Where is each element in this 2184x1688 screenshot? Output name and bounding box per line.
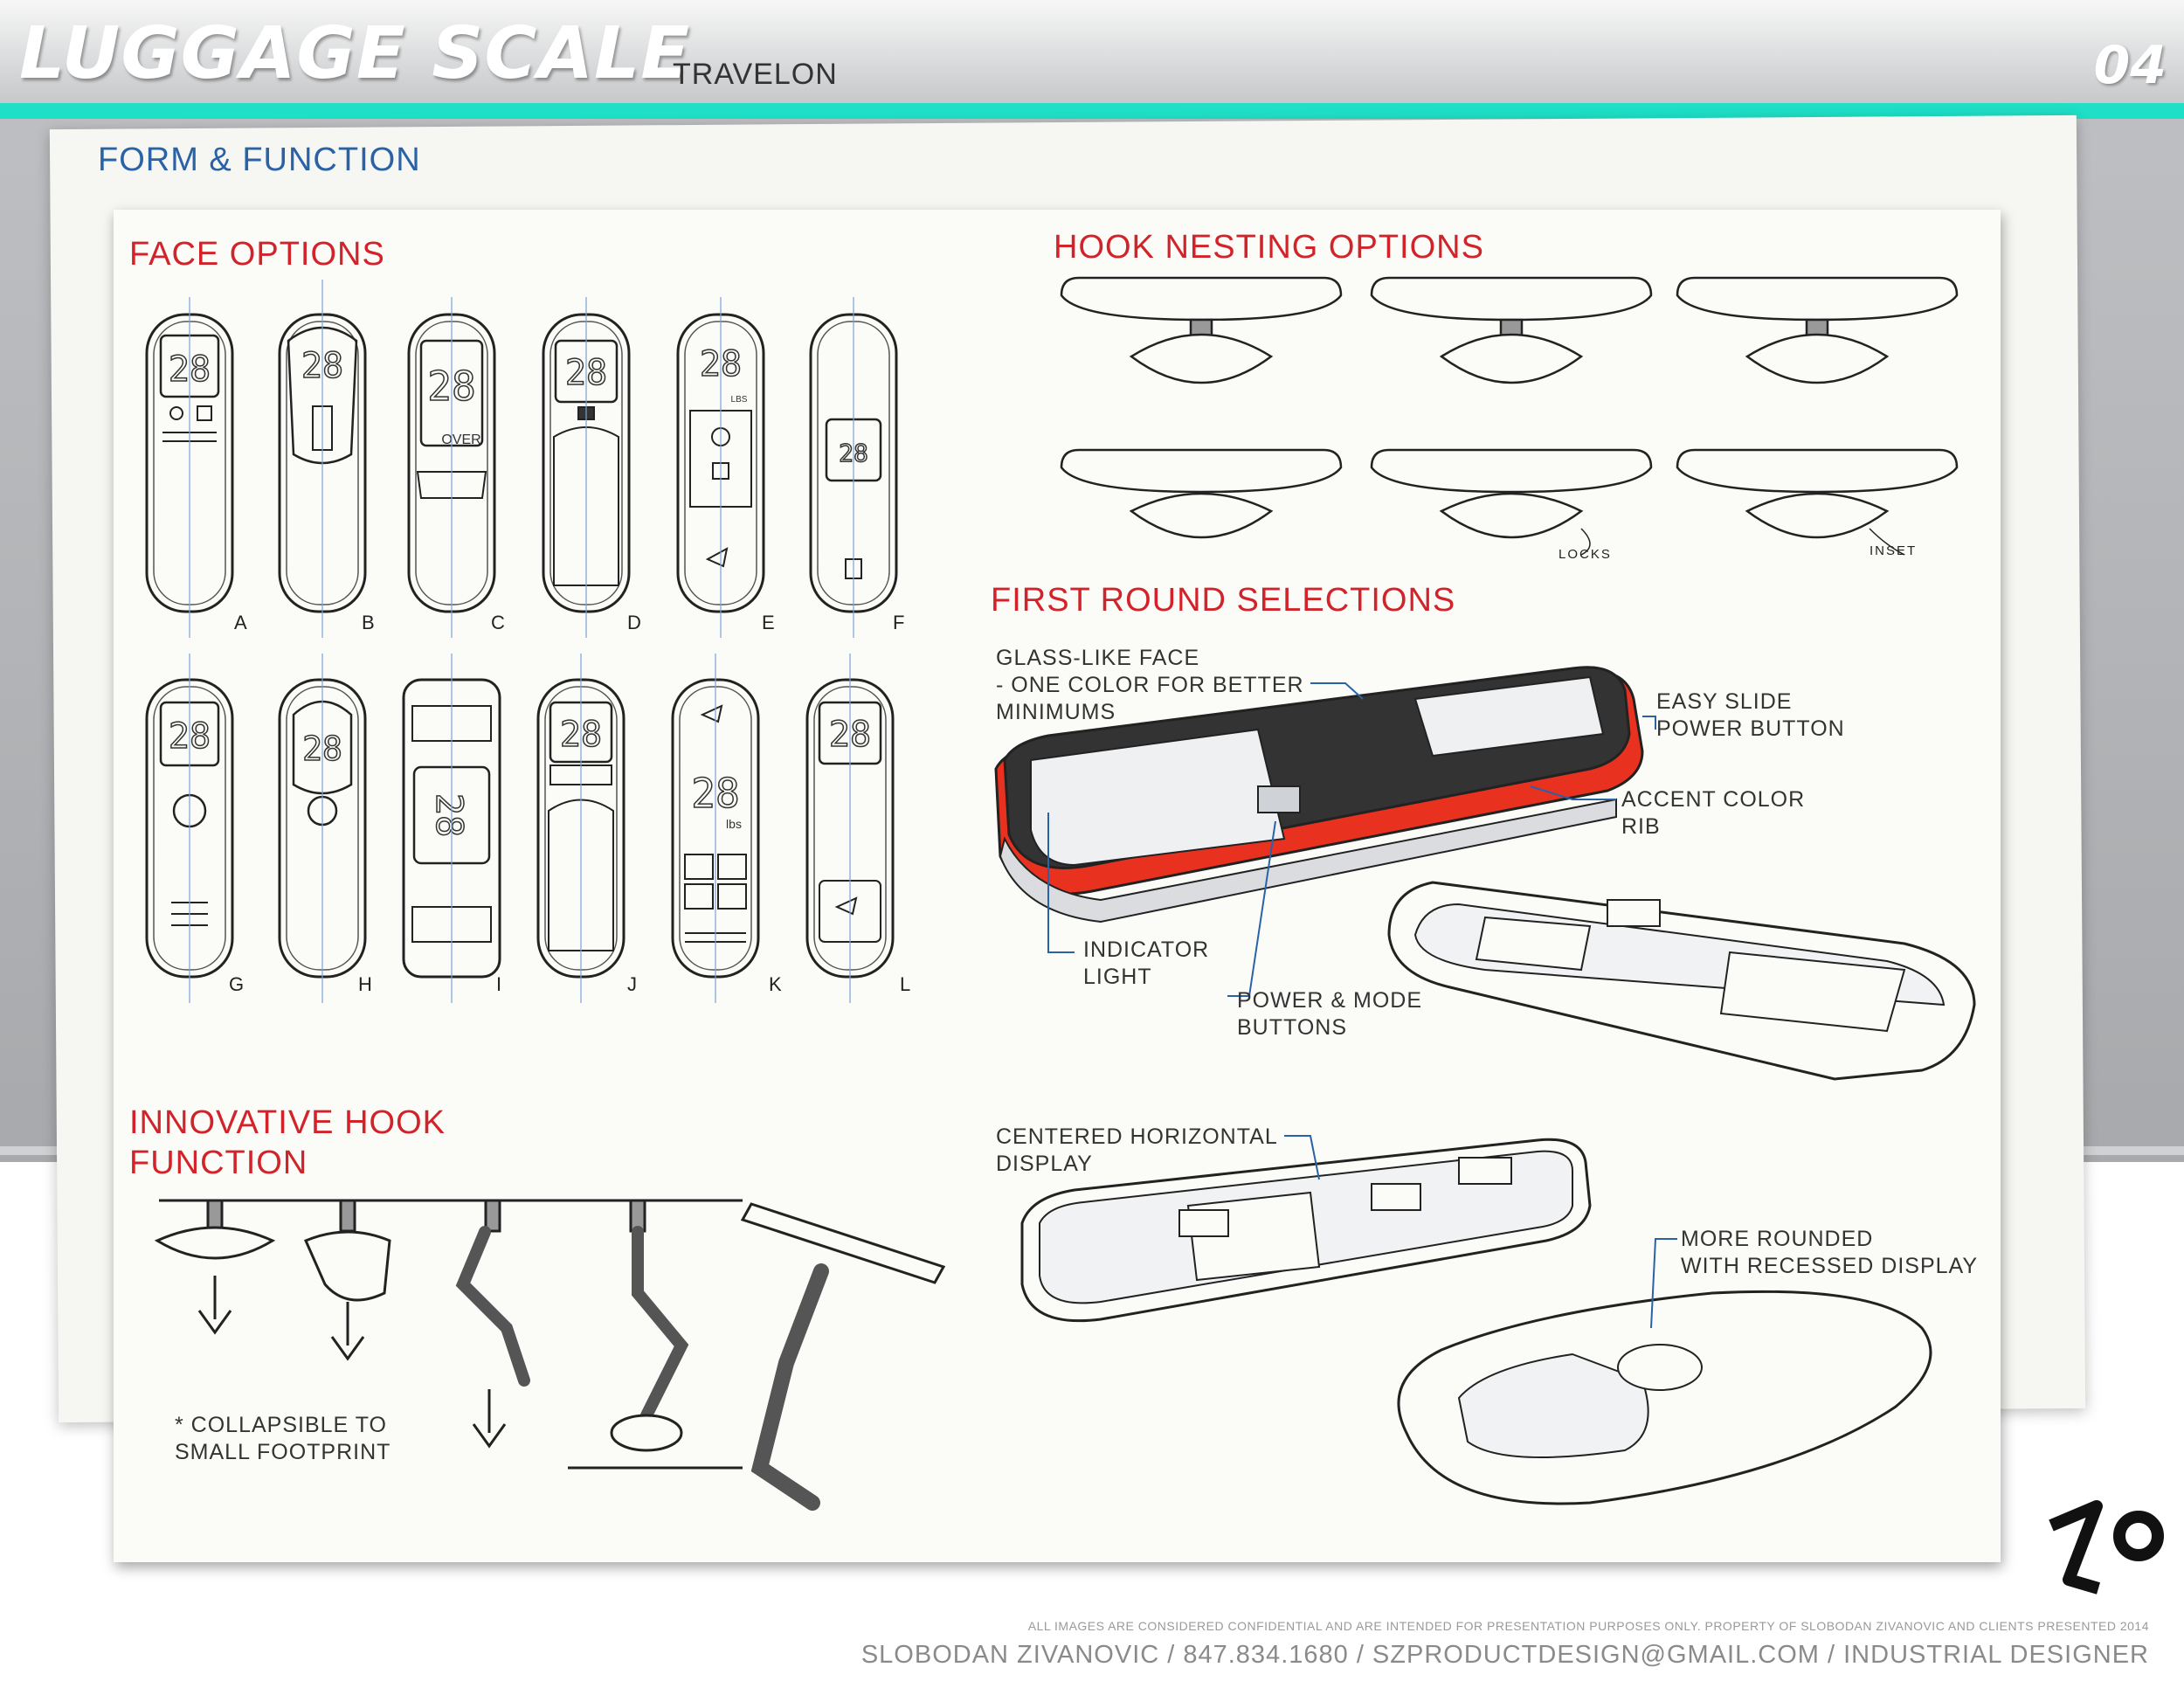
inset-label: INSET <box>1870 543 1918 558</box>
sz-logo-icon <box>2049 1500 2164 1595</box>
face-letter: L <box>900 973 911 995</box>
face-letter: F <box>893 612 905 633</box>
footer-disclaimer: ALL IMAGES ARE CONSIDERED CONFIDENTIAL A… <box>1027 1619 2149 1633</box>
glass-face-note: GLASS-LIKE FACE - ONE COLOR FOR BETTER M… <box>996 646 1304 724</box>
face-letter: K <box>769 973 782 995</box>
section-title: FORM & FUNCTION <box>98 142 421 178</box>
header-accent-stripe <box>0 103 2184 119</box>
hook-nesting-sketches <box>1060 276 1959 556</box>
svg-text:LBS: LBS <box>731 395 748 405</box>
page-number: 04 <box>2093 35 2167 96</box>
footer-credits: SLOBODAN ZIVANOVIC / 847.834.1680 / SZPR… <box>860 1641 2149 1669</box>
first-round-render-2 <box>1387 881 1976 1081</box>
centered-display-render <box>1020 1138 1592 1323</box>
hook-function-heading: INNOVATIVE HOOK FUNCTION <box>129 1104 446 1181</box>
page-title: LUGGAGE SCALE <box>19 12 691 95</box>
centered-display-note: CENTERED HORIZONTAL DISPLAY <box>996 1124 1278 1176</box>
face-letter: E <box>762 612 775 633</box>
callout-leaders <box>1047 682 1677 1329</box>
first-round-render-1 <box>994 666 1644 924</box>
easy-slide-note: EASY SLIDE POWER BUTTON <box>1656 689 1845 741</box>
rounded-note: MORE ROUNDED WITH RECESSED DISPLAY <box>1681 1227 1979 1278</box>
face-letter: B <box>362 612 375 633</box>
collapsible-note: * COLLAPSIBLE TO SMALL FOOTPRINT <box>175 1413 391 1464</box>
power-mode-note: POWER & MODE BUTTONS <box>1237 988 1423 1040</box>
face-options-row1: 28 28 28 OVER 28 <box>145 280 898 638</box>
face-letter: D <box>627 612 641 633</box>
face-options-row2: 28 28 28 28 <box>145 654 895 1003</box>
accent-rib-note: ACCENT COLOR RIB <box>1621 787 1806 839</box>
face-letter: H <box>358 973 372 995</box>
rounded-render <box>1397 1290 1932 1505</box>
face-letter: G <box>229 973 245 995</box>
hook-nesting-heading: HOOK NESTING OPTIONS <box>1054 229 1484 266</box>
face-letter: A <box>234 612 247 633</box>
svg-text:28: 28 <box>428 793 471 838</box>
svg-text:lbs: lbs <box>726 817 742 831</box>
face-letter: C <box>491 612 505 633</box>
first-round-heading: FIRST ROUND SELECTIONS <box>991 582 1456 619</box>
face-letter: I <box>496 973 502 995</box>
locks-label: LOCKS <box>1559 547 1612 562</box>
header-bar <box>0 0 2184 103</box>
face-options-heading: FACE OPTIONS <box>129 236 385 273</box>
hook-function-sketches <box>154 1199 946 1511</box>
svg-text:OVER: OVER <box>441 432 480 447</box>
page-subtitle: TRAVELON <box>673 58 838 91</box>
face-letter: J <box>627 973 637 995</box>
indicator-light-note: INDICATOR LIGHT <box>1083 937 1210 989</box>
